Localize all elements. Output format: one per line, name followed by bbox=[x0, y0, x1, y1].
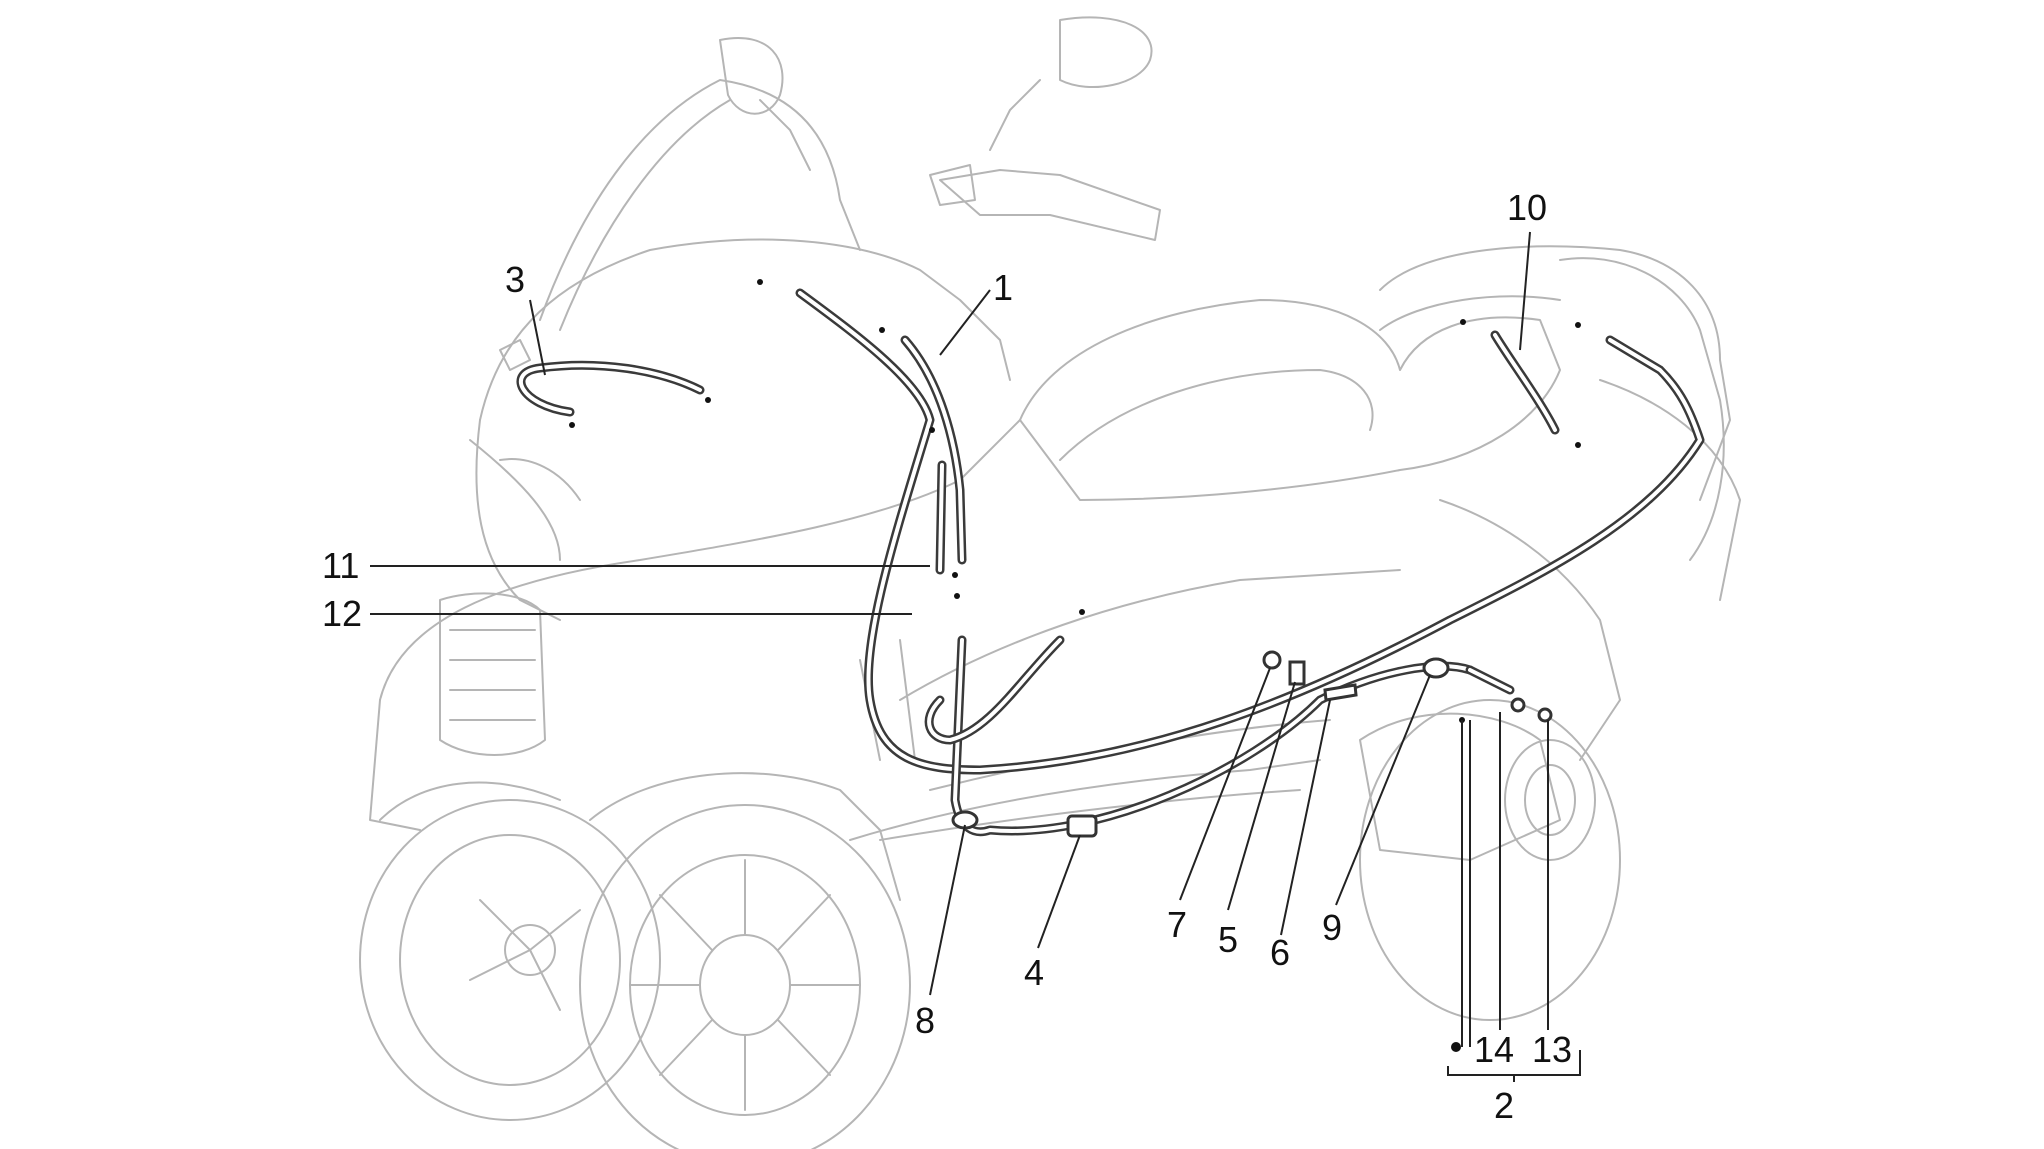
callout-labels: 1 2 3 4 5 6 7 8 9 10 11 12 13 14 bbox=[322, 187, 1572, 1126]
callout-3: 3 bbox=[505, 259, 525, 300]
small-parts bbox=[569, 279, 1581, 838]
screw-6 bbox=[1323, 683, 1358, 702]
callout-14: 14 bbox=[1474, 1029, 1514, 1070]
callout-2: 2 bbox=[1494, 1085, 1514, 1126]
cables bbox=[516, 288, 1705, 837]
callout-8: 8 bbox=[915, 1000, 935, 1041]
clip-9 bbox=[1422, 657, 1450, 679]
leader-lines bbox=[370, 231, 1581, 1082]
washer-7 bbox=[1262, 650, 1282, 670]
callout-4: 4 bbox=[1024, 952, 1044, 993]
bracket-5 bbox=[1288, 660, 1306, 686]
callout-5: 5 bbox=[1218, 919, 1238, 960]
scooter-outline bbox=[359, 16, 1741, 1149]
callout-10: 10 bbox=[1507, 187, 1547, 228]
callout-1: 1 bbox=[993, 267, 1013, 308]
clamp-4 bbox=[1066, 814, 1098, 838]
callout-12: 12 bbox=[322, 593, 362, 634]
nut-14 bbox=[1510, 697, 1526, 713]
nut-13 bbox=[1537, 707, 1553, 723]
callout-9: 9 bbox=[1322, 907, 1342, 948]
callout-13: 13 bbox=[1532, 1029, 1572, 1070]
callout-7: 7 bbox=[1167, 904, 1187, 945]
callout-6: 6 bbox=[1270, 932, 1290, 973]
callout-11: 11 bbox=[322, 545, 359, 586]
